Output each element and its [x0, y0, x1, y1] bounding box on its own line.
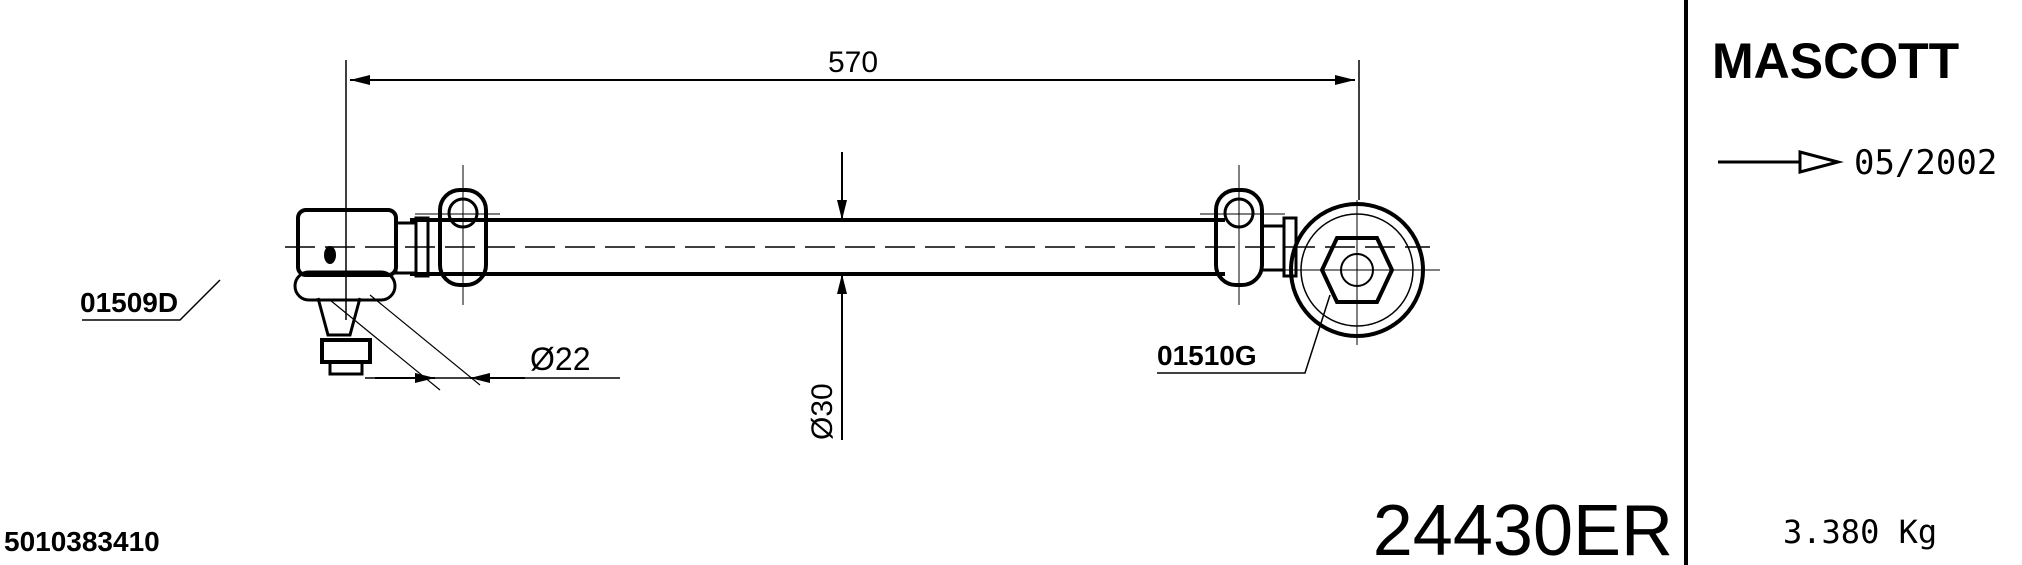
length-label: 570	[828, 46, 878, 79]
until-arrow-icon	[1718, 150, 1844, 174]
oem-number: 5010383410	[4, 526, 160, 557]
date-until: 05/2002	[1854, 143, 1997, 183]
right-part-callout: 01510G	[1157, 294, 1331, 374]
left-part-ref: 01509D	[80, 287, 178, 318]
left-part-callout: 01509D	[80, 279, 221, 321]
part-number: 24430ER	[1373, 491, 1673, 565]
length-dimension: 570	[345, 46, 1360, 320]
tube-diameter-dimension: Ø30	[806, 152, 847, 440]
weight: 3.380 Kg	[1783, 513, 1937, 551]
tie-rod-tube	[285, 218, 1430, 276]
stud-diameter-dimension: Ø22	[329, 294, 620, 391]
model-name: MASCOTT	[1712, 33, 1959, 89]
tube-diameter-label: Ø30	[806, 383, 839, 440]
left-clamp	[415, 165, 500, 305]
right-ball-joint	[1260, 200, 1440, 345]
right-part-ref: 01510G	[1157, 340, 1257, 371]
stud-diameter-label: Ø22	[530, 341, 590, 377]
left-ball-joint	[293, 208, 430, 376]
right-clamp	[1200, 165, 1285, 305]
